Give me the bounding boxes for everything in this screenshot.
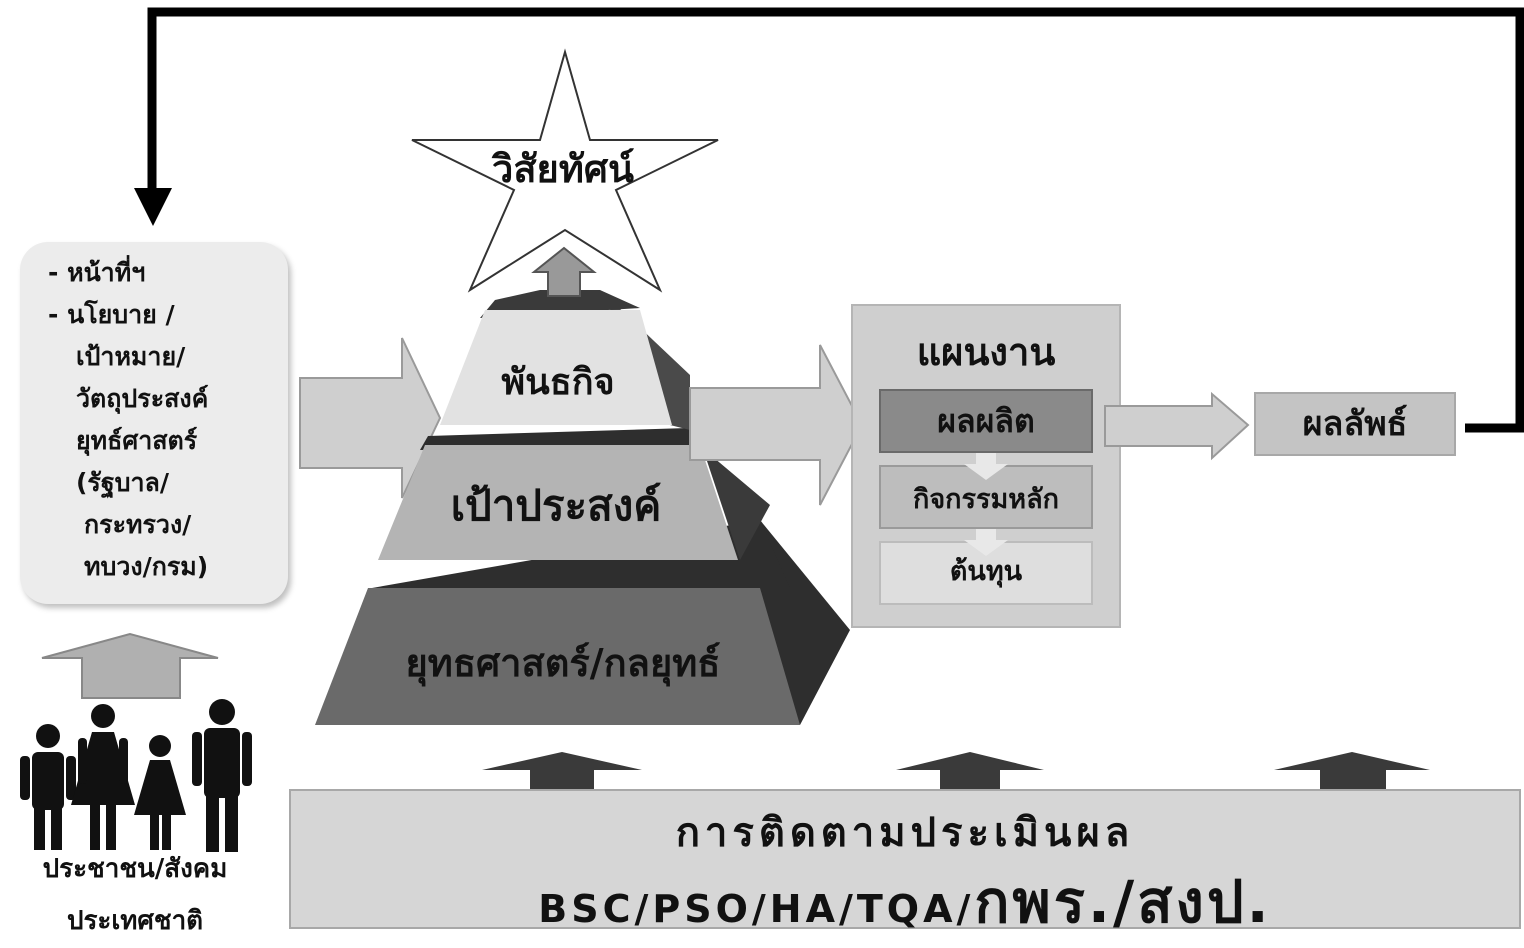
mandate-list: - หน้าที่ฯ - นโยบาย / เป้าหมาย/ วัตถุประ… [48, 252, 298, 588]
mandate-item: - นโยบาย / [48, 300, 175, 329]
evaluation-box [289, 789, 1521, 929]
plan-activity-label: กิจกรรมหลัก [913, 484, 1059, 515]
evaluation-up-arrow-3 [1274, 752, 1430, 790]
mandate-box [20, 242, 288, 604]
evaluation-frameworks: BSC/PSO/HA/TQA/กพร./สงป. [290, 855, 1520, 948]
plan-output-label: ผลผลิต [937, 402, 1035, 440]
evaluation-frameworks-big: กพร./สงป. [974, 868, 1272, 936]
feedback-loop-line [147, 7, 1524, 433]
plan-down-arrow-2 [964, 529, 1008, 556]
pyramid-strategy-layer [315, 588, 800, 725]
people-label-line2: ประเทศชาติ [66, 906, 204, 936]
vision-label: วิสัยทัศน์ [491, 147, 634, 191]
people-icon [20, 699, 252, 852]
mandate-item-continued: (รัฐบาล/ [76, 468, 170, 497]
people-up-arrow [41, 632, 219, 699]
mandate-item-continued: ทบวง/กรม) [84, 552, 209, 581]
plan-title: แผนงาน [917, 330, 1056, 374]
mandate-item-continued: เป้าหมาย/ [76, 342, 186, 371]
pyramid-to-plan-arrow [689, 344, 864, 506]
evaluation-frameworks-small: BSC/PSO/HA/TQA/ [538, 887, 975, 931]
plan-output-box [879, 389, 1093, 453]
outcome-label: ผลลัพธ์ [1303, 404, 1408, 444]
mandate-item-continued: กระทรวง/ [84, 510, 192, 539]
pyramid-objective-side [688, 436, 770, 560]
plan-to-outcome-arrow [1104, 391, 1250, 461]
mandate-item-continued: วัตถุประสงค์ [76, 384, 209, 413]
strategy-label: ยุทธศาสตร์/กลยุทธ์ [406, 641, 721, 687]
outcome-box [1254, 392, 1456, 456]
evaluation-title: การติดตามประเมินผล [675, 810, 1135, 856]
vision-star [411, 48, 719, 293]
plan-cost-box [879, 541, 1093, 605]
plan-down-arrow-1 [964, 453, 1008, 480]
mission-label: พันธกิจ [501, 362, 614, 403]
pyramid-objective-layer [378, 445, 738, 560]
evaluation-up-arrow-1 [482, 752, 642, 790]
pyramid-mission-layer [440, 310, 672, 425]
mission-up-arrow [531, 246, 597, 297]
pyramid-objective-top [420, 428, 700, 450]
plan-cost-label: ต้นทุน [950, 556, 1023, 588]
evaluation-up-arrow-2 [896, 752, 1044, 790]
mandate-item-continued: ยุทธ์ศาสตร์ [76, 426, 198, 455]
people-label-line1: ประชาชน/สังคม [42, 854, 228, 884]
feedback-arrow-head [134, 188, 172, 226]
mandate-item: - หน้าที่ฯ [48, 258, 146, 287]
objective-label: เป้าประสงค์ [451, 481, 662, 530]
